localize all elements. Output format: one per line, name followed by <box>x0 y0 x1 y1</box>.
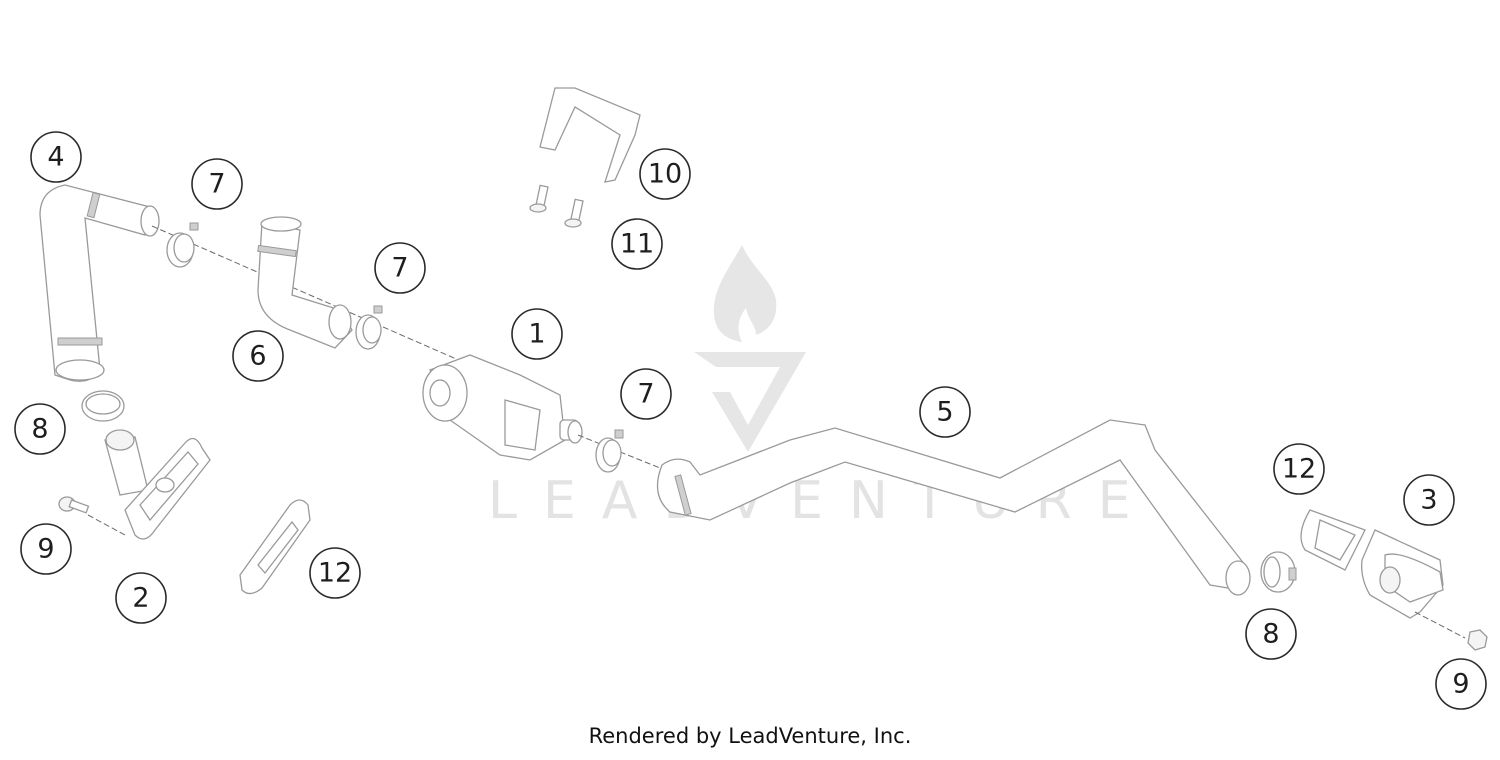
callout-9: 9 <box>1435 658 1487 710</box>
svg-text:7: 7 <box>637 379 654 410</box>
svg-text:4: 4 <box>47 142 64 173</box>
callout-6: 6 <box>232 330 284 382</box>
part-2-cover[interactable] <box>104 429 211 540</box>
svg-text:10: 10 <box>648 159 682 190</box>
callout-8: 8 <box>14 403 66 455</box>
svg-text:7: 7 <box>208 169 225 200</box>
svg-text:3: 3 <box>1420 485 1437 516</box>
svg-text:8: 8 <box>1262 619 1279 650</box>
svg-text:6: 6 <box>249 341 266 372</box>
callout-3: 3 <box>1403 474 1455 526</box>
svg-text:9: 9 <box>1452 669 1469 700</box>
svg-text:1: 1 <box>528 319 545 350</box>
callout-7: 7 <box>374 242 426 294</box>
callout-7: 7 <box>191 158 243 210</box>
part-12-gasket[interactable] <box>1300 509 1366 571</box>
callout-8: 8 <box>1245 608 1297 660</box>
render-credit: Rendered by LeadVenture, Inc. <box>588 724 912 748</box>
part-3-cover[interactable] <box>1361 529 1444 619</box>
part-8-clamp[interactable] <box>1260 551 1297 593</box>
part-10-bracket[interactable] <box>539 87 641 183</box>
part-9-bolt[interactable] <box>58 496 90 514</box>
callout-4: 4 <box>30 131 82 183</box>
part-11-screws[interactable] <box>529 184 584 228</box>
callout-5: 5 <box>919 386 971 438</box>
svg-text:8: 8 <box>31 414 48 445</box>
callout-2: 2 <box>115 572 167 624</box>
part-4-elbow-hose[interactable] <box>39 184 160 382</box>
part-9-nut[interactable] <box>1467 629 1488 651</box>
part-5-long-hose[interactable] <box>656 419 1251 596</box>
part-6-elbow-fitting[interactable] <box>257 216 353 349</box>
svg-text:5: 5 <box>936 397 953 428</box>
svg-text:12: 12 <box>1282 454 1316 485</box>
part-7-clamp[interactable] <box>355 305 383 350</box>
callout-10: 10 <box>639 148 691 200</box>
part-7-clamp[interactable] <box>166 222 199 268</box>
watermark-logo-icon <box>694 245 806 452</box>
part-8-clamp[interactable] <box>81 390 125 422</box>
svg-text:12: 12 <box>318 558 352 589</box>
callout-1: 1 <box>511 308 563 360</box>
callout-11: 11 <box>611 218 663 270</box>
svg-text:9: 9 <box>37 534 54 565</box>
callout-9: 9 <box>20 523 72 575</box>
callout-12: 12 <box>1273 443 1325 495</box>
callout-12: 12 <box>309 547 361 599</box>
part-12-gasket[interactable] <box>239 499 311 595</box>
part-1-air-valve[interactable] <box>422 354 583 461</box>
svg-text:7: 7 <box>391 253 408 284</box>
callout-7: 7 <box>620 368 672 420</box>
part-7-clamp[interactable] <box>595 429 624 473</box>
svg-text:2: 2 <box>132 583 149 614</box>
svg-text:11: 11 <box>620 229 654 260</box>
